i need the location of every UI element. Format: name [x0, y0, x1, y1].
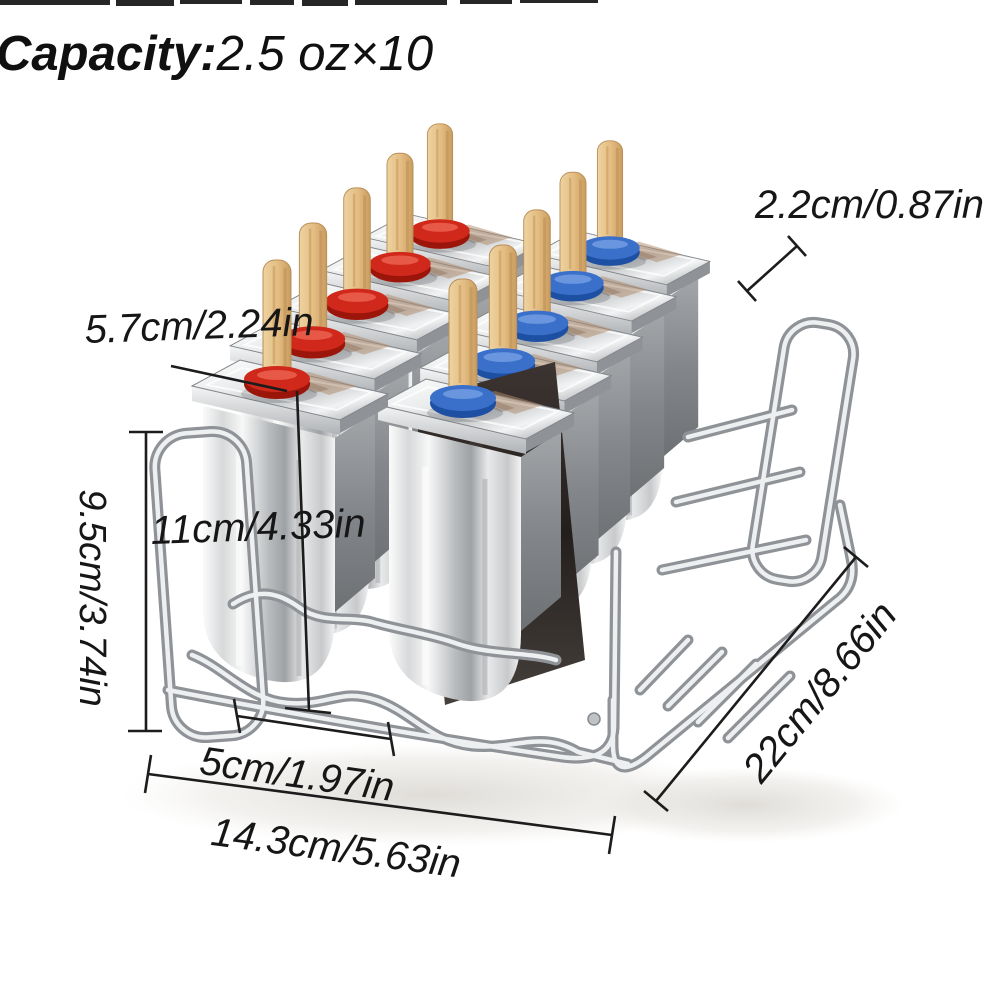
top-cropped-strip	[0, 0, 598, 6]
leader-line-lid-length	[170, 364, 288, 393]
floor-shadow	[120, 743, 740, 847]
popsicle-molds	[192, 124, 710, 705]
wire-rack-frame	[149, 316, 860, 773]
floor-shadow-right	[585, 767, 905, 843]
capacity-value: 2.5 oz×10	[216, 27, 434, 81]
dimension-line-frame-height	[128, 430, 163, 733]
dimension-line-mold-height	[284, 390, 332, 715]
dimension-label-mold-height: 11cm/4.33in	[149, 501, 367, 553]
frame-pin	[587, 712, 601, 726]
dimension-line-frame-depth	[643, 546, 869, 812]
dimension-line-lid-edge	[737, 235, 807, 302]
dimension-line-mold-spacing	[232, 698, 396, 757]
capacity-label: Capacity:	[0, 27, 217, 81]
dimension-lines	[128, 235, 869, 855]
dimension-label-lid-edge: 2.2cm/0.87in	[755, 183, 985, 227]
dimension-line-frame-width	[143, 754, 617, 855]
dimension-label-lid-length: 5.7cm/2.24in	[83, 300, 315, 352]
capacity-heading: Capacity:2.5 oz×10	[0, 26, 433, 82]
dimension-label-frame-height: 9.5cm/3.74in	[71, 489, 113, 707]
